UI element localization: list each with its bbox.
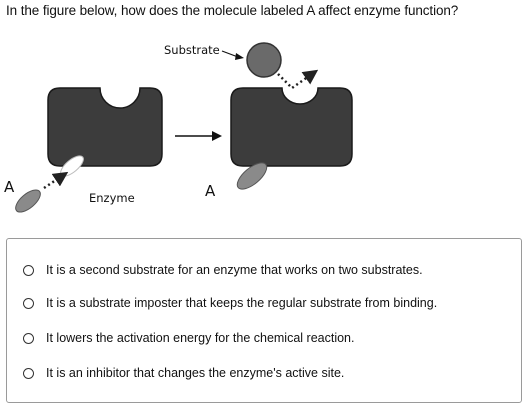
- option-second-substrate[interactable]: It is a second substrate for an enzyme t…: [23, 263, 423, 277]
- radio-button[interactable]: [23, 367, 34, 379]
- enzyme-left-icon: [47, 87, 163, 167]
- molecule-a-label-left: A: [4, 178, 15, 196]
- question-text: In the figure below, how does the molecu…: [6, 3, 459, 18]
- option-label: It lowers the activation energy for the …: [46, 331, 355, 345]
- dotted-arrow-icon: [43, 171, 69, 190]
- enzyme-figure: Substrate Enzyme A A: [4, 42, 353, 213]
- substrate-pointer-icon: [221, 50, 244, 60]
- molecule-a-label-right: A: [205, 182, 216, 200]
- answer-options-card: It is a second substrate for an enzyme t…: [6, 238, 522, 403]
- option-label: It is a second substrate for an enzyme t…: [46, 263, 423, 277]
- substrate-icon: [246, 42, 282, 78]
- enzyme-right-icon: [230, 87, 353, 167]
- option-activation-energy[interactable]: It lowers the activation energy for the …: [23, 331, 354, 345]
- radio-button[interactable]: [23, 332, 34, 344]
- inhibitor-right-icon: [236, 162, 268, 190]
- radio-button[interactable]: [23, 264, 34, 276]
- option-inhibitor[interactable]: It is an inhibitor that changes the enzy…: [23, 366, 344, 380]
- reaction-arrow-icon: [175, 131, 222, 141]
- option-substrate-imposter[interactable]: It is a substrate imposter that keeps th…: [23, 296, 437, 310]
- radio-button[interactable]: [23, 297, 34, 309]
- enzyme-label: Enzyme: [89, 191, 135, 205]
- option-label: It is an inhibitor that changes the enzy…: [46, 366, 345, 380]
- inhibitor-left-icon: [15, 189, 41, 213]
- option-label: It is a substrate imposter that keeps th…: [46, 296, 438, 310]
- substrate-label: Substrate: [164, 43, 220, 57]
- dotted-arrow-substrate-icon: [277, 69, 319, 90]
